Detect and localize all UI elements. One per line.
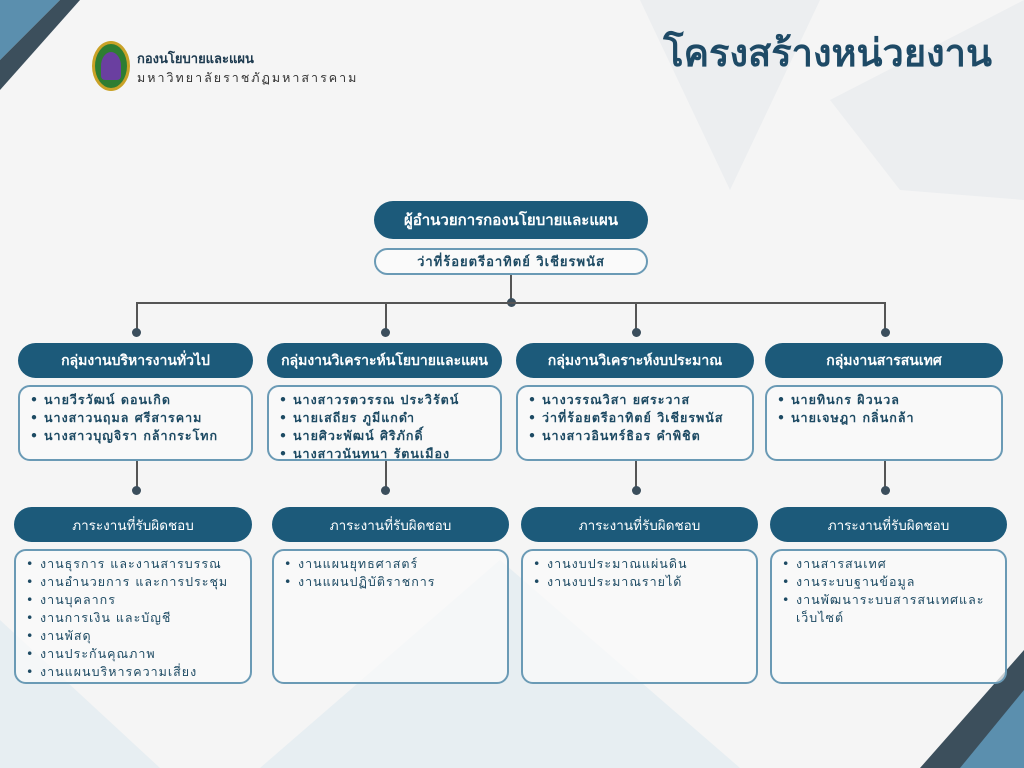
task-item: งานประกันคุณภาพ xyxy=(24,645,242,663)
connector xyxy=(138,302,885,304)
connector-dot xyxy=(381,486,390,495)
task-item: งานงบประมาณรายได้ xyxy=(531,573,748,591)
connector-dot xyxy=(381,328,390,337)
connector xyxy=(635,461,637,489)
responsibility-title: ภาระงานที่รับผิดชอบ xyxy=(272,507,509,542)
member-item: นางสาวรตวรรณ ประวิรัตน์ xyxy=(277,391,492,409)
member-item: นางสาวนฤมล ศรีสารคาม xyxy=(28,409,243,427)
member-item: นายเจษฎา กลิ่นกล้า xyxy=(775,409,993,427)
task-item: งานงบประมาณแผ่นดิน xyxy=(531,555,748,573)
member-item: นางวรรณวิสา ยศระวาส xyxy=(526,391,744,409)
task-list: งานงบประมาณแผ่นดินงานงบประมาณรายได้ xyxy=(521,549,758,684)
task-item: งานพัสดุ xyxy=(24,627,242,645)
task-list: งานสารสนเทศงานระบบฐานข้อมูลงานพัฒนาระบบส… xyxy=(770,549,1007,684)
connector-dot xyxy=(631,486,641,495)
task-item: งานแผนปฏิบัติราชการ xyxy=(282,573,499,591)
member-item: ว่าที่ร้อยตรีอาทิตย์ วิเชียรพนัส xyxy=(526,409,744,427)
connector-dot xyxy=(132,486,141,495)
task-item: งานแผนบริหารความเสี่ยง xyxy=(24,663,242,681)
task-item: งานสารสนเทศ xyxy=(780,555,997,573)
university-name: มหาวิทยาลัยราชภัฏมหาสารคาม xyxy=(137,70,359,85)
connector xyxy=(884,461,886,489)
connector xyxy=(884,302,886,334)
connector-dot xyxy=(880,486,890,495)
director-position: ผู้อำนวยการกองนโยบายและแผน xyxy=(374,201,648,239)
connector xyxy=(135,302,138,334)
connector xyxy=(384,461,387,489)
group-members: นางสาวรตวรรณ ประวิรัตน์นายเสถียร ภูมีแกด… xyxy=(267,385,502,463)
task-item: งานระบบฐานข้อมูล xyxy=(780,573,997,591)
director-name: ว่าที่ร้อยตรีอาทิตย์ วิเชียรพนัส xyxy=(374,248,648,275)
group-title: กลุ่มงานสารสนเทศ xyxy=(765,343,1003,378)
member-item: นายวีรวัฒน์ ดอนเกิด xyxy=(28,391,243,409)
task-list: งานธุรการ และงานสารบรรณงานอำนวยการ และกา… xyxy=(14,549,252,684)
university-logo xyxy=(92,41,130,91)
group-members: นางวรรณวิสา ยศระวาสว่าที่ร้อยตรีอาทิตย์ … xyxy=(516,385,754,461)
member-item: นายเสถียร ภูมีแกดำ xyxy=(277,409,492,427)
connector xyxy=(635,302,637,334)
connector-dot xyxy=(132,328,141,337)
group-title: กลุ่มงานวิเคราะห์งบประมาณ xyxy=(516,343,754,378)
member-item: นางสาวบุญจิรา กล้ากระโทก xyxy=(28,427,243,445)
responsibility-title: ภาระงานที่รับผิดชอบ xyxy=(14,507,252,542)
group-title: กลุ่มงานบริหารงานทั่วไป xyxy=(18,343,253,378)
task-list: งานแผนยุทธศาสตร์งานแผนปฏิบัติราชการ xyxy=(272,549,509,684)
member-item: นางสาวอินทร์ธิอร คำพิชิต xyxy=(526,427,744,445)
group-members: นายวีรวัฒน์ ดอนเกิดนางสาวนฤมล ศรีสารคามน… xyxy=(18,385,253,461)
group-members: นายทินกร ผิวนวลนายเจษฎา กลิ่นกล้า xyxy=(765,385,1003,461)
task-item: งานอำนวยการ และการประชุม xyxy=(24,573,242,591)
connector xyxy=(135,461,138,489)
responsibility-title: ภาระงานที่รับผิดชอบ xyxy=(770,507,1007,542)
task-item: งานพัฒนาระบบสารสนเทศและเว็บไซต์ xyxy=(780,591,997,627)
task-item: งานการเงิน และบัญชี xyxy=(24,609,242,627)
connector xyxy=(384,302,387,334)
group-title: กลุ่มงานวิเคราะห์นโยบายและแผน xyxy=(267,343,502,378)
page-title: โครงสร้างหน่วยงาน xyxy=(663,31,992,75)
connector-dot xyxy=(880,328,890,337)
task-item: งานแผนยุทธศาสตร์ xyxy=(282,555,499,573)
org-name: กองนโยบายและแผน xyxy=(137,52,254,67)
member-item: นางสาวนันทนา รัตนเมือง xyxy=(277,445,492,463)
connector xyxy=(510,275,512,303)
task-item: งานธุรการ และงานสารบรรณ xyxy=(24,555,242,573)
responsibility-title: ภาระงานที่รับผิดชอบ xyxy=(521,507,758,542)
connector-dot xyxy=(631,328,641,337)
member-item: นายทินกร ผิวนวล xyxy=(775,391,993,409)
member-item: นายศิวะพัฒน์ ศิริภักดิ์ xyxy=(277,427,492,445)
task-item: งานบุคลากร xyxy=(24,591,242,609)
